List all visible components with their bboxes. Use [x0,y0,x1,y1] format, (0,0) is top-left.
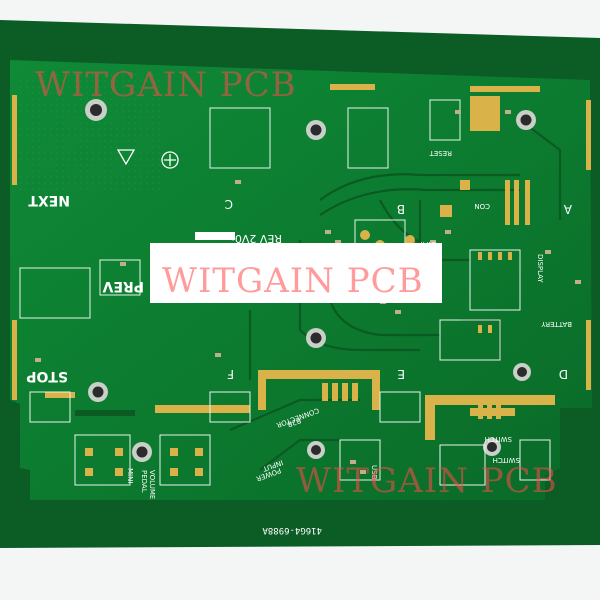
logo-marks [116,149,179,169]
label-e: E [397,367,405,381]
label-display: DISPLAY [536,254,544,283]
watermark-top: WITGAIN PCB [35,65,297,105]
label-b: B [397,202,405,216]
label-rev: REV 2V0: [231,232,282,245]
label-stat: STAT [419,240,436,248]
esd-symbol-icon [161,151,179,169]
watermarks: WITGAIN PCB WITGAIN PCB WITGAIN PCB [35,65,558,501]
label-d: D [559,367,568,381]
label-part-number: 416G4-6988A [262,525,322,535]
label-pedal: PEDAL [140,470,148,493]
watermark-middle: WITGAIN PCB [162,261,424,301]
label-switch-1: SWITCH [485,435,512,443]
watermark-bottom: WITGAIN PCB [296,461,558,501]
passive-components [35,110,581,474]
label-prev: PREV [102,278,144,294]
label-c: C [225,197,233,211]
label-stop: STOP [26,368,68,384]
label-con: CON [474,202,490,210]
label-reset: RESET [429,149,452,157]
label-switch-2: SWITCH [493,456,520,464]
mounting-holes [85,99,536,462]
label-next: NEXT [28,192,70,208]
label-usb: USB [370,465,378,480]
gold-edges [12,84,591,440]
small-label-box [195,232,235,240]
label-mini: MINI [126,468,134,483]
component-outlines [19,99,551,486]
label-battery: BATTERY [541,320,572,328]
label-volume: VOLUME [148,470,156,499]
warning-triangle-icon [116,149,136,166]
cutouts [75,410,135,416]
ground-pour-pattern [20,70,160,190]
label-f: F [227,367,234,381]
blank-label-area [150,243,442,303]
label-a: A [563,202,572,216]
